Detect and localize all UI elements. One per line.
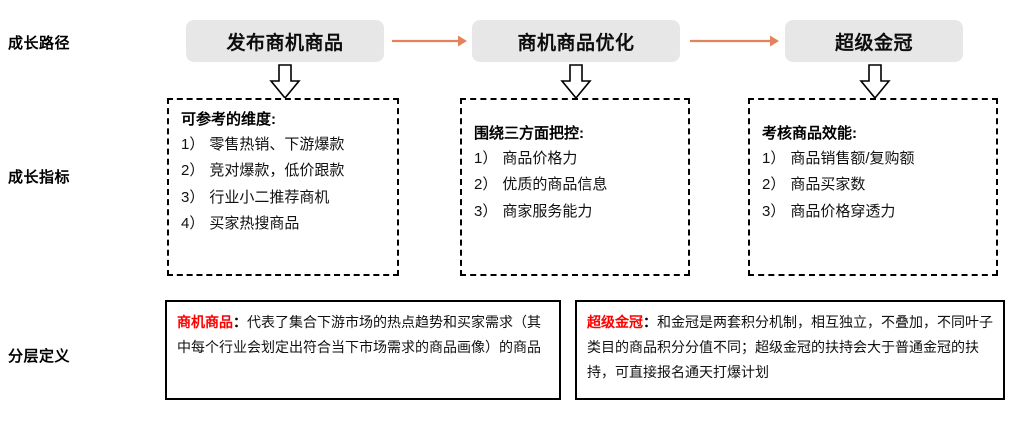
row-label-tier-definition: 分层定义 — [8, 348, 71, 365]
metric-panel-supercrown-list: 1）商品销售额/复购额 2）商品买家数 3）商品价格穿透力 — [760, 150, 986, 220]
list-item: 3）行业小二推荐商机 — [181, 189, 387, 206]
list-item: 3）商品价格穿透力 — [762, 203, 986, 220]
list-item-label: 商品销售额/复购额 — [790, 150, 915, 167]
definition-colon: ： — [233, 314, 247, 330]
list-item-number: 3） — [762, 202, 786, 220]
list-item: 1）商品销售额/复购额 — [762, 150, 986, 167]
list-item-number: 3） — [474, 202, 498, 220]
list-item-label: 商品价格穿透力 — [790, 202, 896, 220]
connector-arrow-1-icon — [392, 35, 467, 47]
list-item: 3）商家服务能力 — [474, 203, 678, 220]
stage-box-publish[interactable]: 发布商机商品 — [186, 20, 384, 62]
definition-term-supercrown: 超级金冠 — [587, 314, 643, 330]
metric-panel-optimize: 围绕三方面把控: 1）商品价格力 2）优质的商品信息 3）商家服务能力 — [460, 98, 690, 276]
stage-box-supercrown[interactable]: 超级金冠 — [785, 20, 963, 62]
list-item-number: 1） — [474, 150, 498, 167]
row-label-growth-path: 成长路径 — [8, 35, 71, 52]
list-item-label: 商家服务能力 — [502, 202, 593, 220]
list-item-label: 竞对爆款，低价跟款 — [209, 162, 345, 180]
list-item-number: 2） — [474, 176, 498, 194]
metric-panel-publish-title: 可参考的维度: — [181, 111, 276, 128]
list-item: 1）零售热销、下游爆款 — [181, 136, 387, 153]
list-item-label: 零售热销、下游爆款 — [209, 136, 345, 153]
stage-box-optimize[interactable]: 商机商品优化 — [472, 20, 680, 62]
definition-colon: ： — [643, 314, 657, 330]
list-item-number: 4） — [181, 214, 205, 232]
definition-body-supercrown: 和金冠是两套积分机制，相互独立，不叠加，不同叶子类目的商品积分分值不同；超级金冠… — [587, 314, 993, 380]
metric-panel-optimize-list: 1）商品价格力 2）优质的商品信息 3）商家服务能力 — [472, 150, 678, 220]
stage-box-supercrown-label: 超级金冠 — [834, 32, 913, 54]
list-item: 4）买家热搜商品 — [181, 215, 387, 232]
list-item-number: 1） — [181, 136, 205, 153]
list-item-label: 商品买家数 — [790, 176, 866, 194]
list-item-label: 商品价格力 — [502, 150, 578, 167]
definition-term-opportunity-goods: 商机商品 — [177, 314, 233, 330]
down-arrow-3-icon — [859, 64, 891, 100]
list-item-label: 优质的商品信息 — [502, 176, 608, 194]
list-item: 1）商品价格力 — [474, 150, 678, 167]
definition-box-supercrown: 超级金冠：和金冠是两套积分机制，相互独立，不叠加，不同叶子类目的商品积分分值不同… — [575, 300, 1005, 400]
stage-box-publish-label: 发布商机商品 — [226, 32, 344, 54]
list-item-number: 3） — [181, 188, 205, 206]
metric-panel-publish: 可参考的维度: 1）零售热销、下游爆款 2）竞对爆款，低价跟款 3）行业小二推荐… — [167, 98, 399, 276]
stage-box-optimize-label: 商机商品优化 — [517, 32, 635, 54]
metric-panel-publish-list: 1）零售热销、下游爆款 2）竞对爆款，低价跟款 3）行业小二推荐商机 4）买家热… — [179, 136, 387, 232]
down-arrow-1-icon — [269, 64, 301, 100]
list-item-label: 买家热搜商品 — [209, 214, 300, 232]
list-item: 2）竞对爆款，低价跟款 — [181, 162, 387, 179]
list-item: 2）优质的商品信息 — [474, 176, 678, 193]
definition-box-opportunity-goods: 商机商品：代表了集合下游市场的热点趋势和买家需求（其中每个行业会划定出符合当下市… — [165, 300, 561, 400]
down-arrow-2-icon — [560, 64, 592, 100]
list-item-number: 2） — [181, 162, 205, 180]
list-item-label: 行业小二推荐商机 — [209, 188, 330, 206]
metric-panel-supercrown: 考核商品效能: 1）商品销售额/复购额 2）商品买家数 3）商品价格穿透力 — [748, 98, 998, 276]
list-item-number: 2） — [762, 176, 786, 194]
connector-arrow-2-icon — [690, 35, 779, 47]
metric-panel-optimize-title: 围绕三方面把控: — [474, 125, 584, 142]
metric-panel-supercrown-title: 考核商品效能: — [762, 125, 857, 142]
list-item-number: 1） — [762, 150, 786, 167]
row-label-growth-metrics: 成长指标 — [8, 169, 71, 186]
list-item: 2）商品买家数 — [762, 176, 986, 193]
definition-body-opportunity-goods: 代表了集合下游市场的热点趋势和买家需求（其中每个行业会划定出符合当下市场需求的商… — [177, 314, 541, 355]
